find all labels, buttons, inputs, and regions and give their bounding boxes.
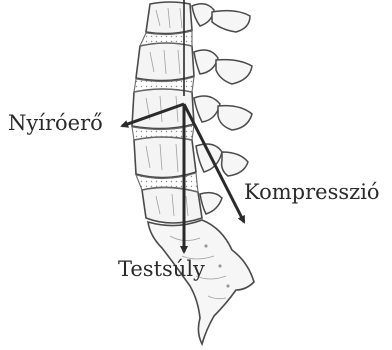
- shear-force-label: Nyíróerő: [8, 113, 103, 134]
- facet-5: [200, 193, 222, 214]
- sacrum: [148, 220, 254, 344]
- spinous-2: [216, 60, 252, 84]
- compression-label: Kompresszió: [244, 182, 380, 203]
- vertebra-l5: [142, 187, 202, 223]
- spinous-4: [222, 152, 248, 176]
- posterior-elements: [192, 4, 252, 214]
- body-weight-label: Testsúly: [118, 259, 205, 280]
- vertebra-l4: [134, 137, 196, 178]
- facet-2: [194, 50, 218, 74]
- spinous-3: [218, 106, 252, 130]
- facet-3: [194, 96, 220, 122]
- spinous-1: [212, 11, 250, 32]
- facet-1: [192, 4, 214, 26]
